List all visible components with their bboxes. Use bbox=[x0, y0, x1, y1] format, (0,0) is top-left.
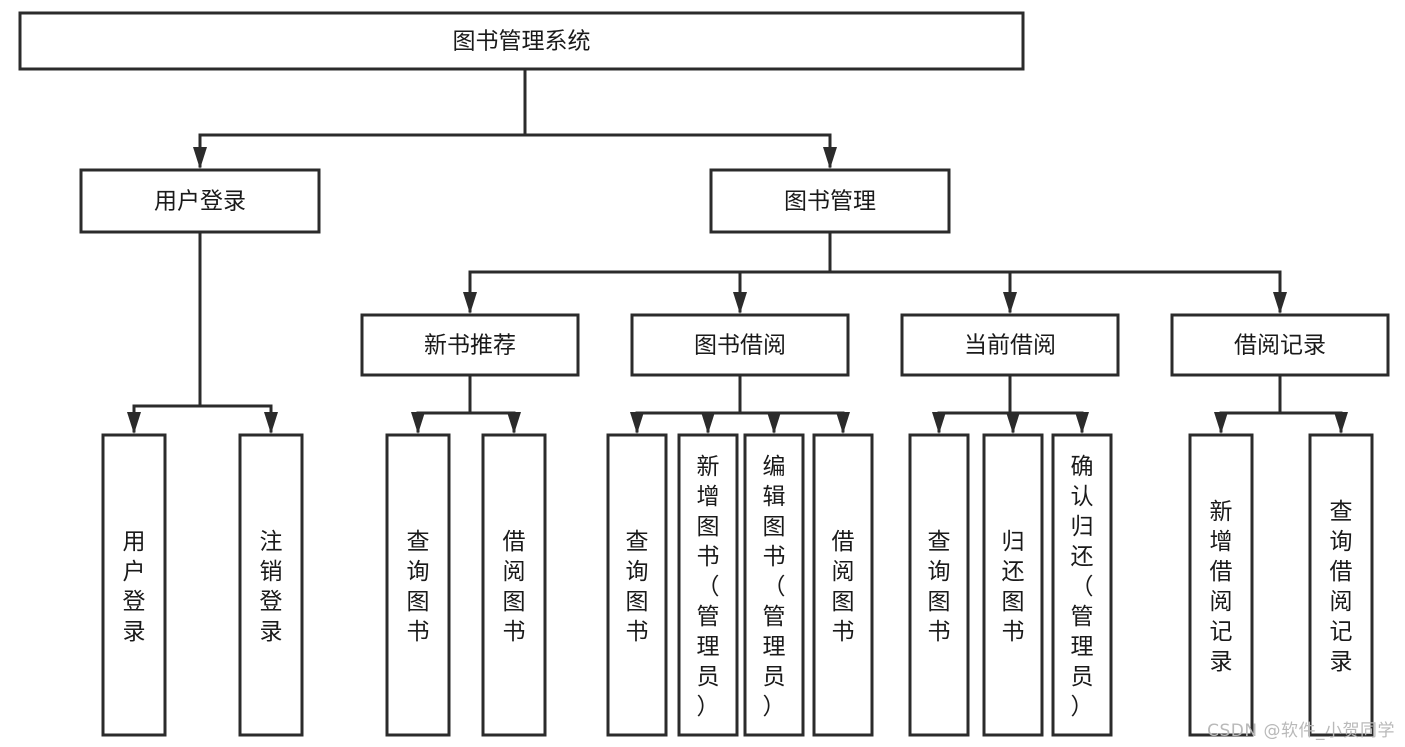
arrow-head-icon bbox=[701, 412, 715, 434]
node-box[interactable] bbox=[606, 433, 668, 737]
node-box[interactable] bbox=[1170, 313, 1390, 377]
node-box[interactable] bbox=[812, 433, 874, 737]
arrow-head-icon bbox=[836, 412, 850, 434]
node-leaf-borrow-book-rec[interactable]: 借阅图书 bbox=[481, 433, 547, 737]
node-box[interactable] bbox=[1188, 433, 1254, 737]
arrow-head-icon bbox=[411, 412, 425, 434]
arrow-head-icon bbox=[1006, 412, 1020, 434]
node-label: 新增图书（管理员） bbox=[697, 454, 720, 720]
node-box[interactable] bbox=[238, 433, 304, 737]
arrow-head-icon bbox=[733, 292, 747, 314]
node-label: 新增借阅记录 bbox=[1210, 499, 1233, 675]
node-leaf-query-borrow-record[interactable]: 查询借阅记录 bbox=[1308, 433, 1374, 737]
arrow-head-icon bbox=[1334, 412, 1348, 434]
node-box[interactable] bbox=[743, 433, 805, 737]
node-label: 借阅图书 bbox=[503, 529, 526, 645]
node-box[interactable] bbox=[908, 433, 970, 737]
node-box[interactable] bbox=[79, 168, 321, 234]
node-box[interactable] bbox=[1051, 433, 1113, 737]
node-box[interactable] bbox=[360, 313, 580, 377]
arrow-head-icon bbox=[507, 412, 521, 434]
node-label: 借阅图书 bbox=[832, 529, 855, 645]
node-box[interactable] bbox=[385, 433, 451, 737]
arrow-head-icon bbox=[264, 412, 278, 434]
node-label: 确认归还（管理员） bbox=[1071, 454, 1094, 720]
node-leaf-add-book[interactable]: 新增图书（管理员） bbox=[677, 433, 739, 737]
node-leaf-query-book-borrow[interactable]: 查询图书 bbox=[606, 433, 668, 737]
node-root[interactable]: 图书管理系统 bbox=[18, 11, 1025, 71]
node-label: 编辑图书（管理员） bbox=[763, 454, 786, 720]
node-leaf-add-borrow-record[interactable]: 新增借阅记录 bbox=[1188, 433, 1254, 737]
node-label: 用户登录 bbox=[123, 529, 146, 645]
node-label: 注销登录 bbox=[260, 529, 283, 645]
node-leaf-query-book-current[interactable]: 查询图书 bbox=[908, 433, 970, 737]
node-box[interactable] bbox=[18, 11, 1025, 71]
arrow-head-icon bbox=[1273, 292, 1287, 314]
arrow-head-icon bbox=[932, 412, 946, 434]
node-label: 归还图书 bbox=[1002, 529, 1025, 645]
node-box[interactable] bbox=[101, 433, 167, 737]
node-label: 查询借阅记录 bbox=[1330, 499, 1353, 675]
node-borrow-record[interactable]: 借阅记录 bbox=[1170, 313, 1390, 377]
arrow-head-icon bbox=[127, 412, 141, 434]
node-label: 图书管理 bbox=[784, 189, 876, 215]
node-new-book-rec[interactable]: 新书推荐 bbox=[360, 313, 580, 377]
connector-layer bbox=[127, 67, 1348, 434]
arrow-head-icon bbox=[193, 147, 207, 169]
node-label: 借阅记录 bbox=[1234, 333, 1326, 359]
node-label: 图书管理系统 bbox=[453, 29, 591, 55]
node-box[interactable] bbox=[630, 313, 850, 377]
node-leaf-user-logout[interactable]: 注销登录 bbox=[238, 433, 304, 737]
node-box[interactable] bbox=[481, 433, 547, 737]
arrow-head-icon bbox=[463, 292, 477, 314]
node-box[interactable] bbox=[677, 433, 739, 737]
csdn-watermark: CSDN @软件_小贺同学 bbox=[1207, 721, 1395, 741]
node-leaf-return-book[interactable]: 归还图书 bbox=[982, 433, 1044, 737]
node-label: 当前借阅 bbox=[964, 333, 1056, 359]
node-current-borrow[interactable]: 当前借阅 bbox=[900, 313, 1120, 377]
node-label: 查询图书 bbox=[626, 529, 649, 645]
arrow-head-icon bbox=[1003, 292, 1017, 314]
node-box[interactable] bbox=[709, 168, 951, 234]
node-layer: 图书管理系统用户登录图书管理新书推荐图书借阅当前借阅借阅记录用户登录注销登录查询… bbox=[18, 11, 1390, 737]
node-leaf-query-book-rec[interactable]: 查询图书 bbox=[385, 433, 451, 737]
arrow-head-icon bbox=[767, 412, 781, 434]
node-leaf-edit-book[interactable]: 编辑图书（管理员） bbox=[743, 433, 805, 737]
node-box[interactable] bbox=[982, 433, 1044, 737]
arrow-head-icon bbox=[1075, 412, 1089, 434]
node-user-login[interactable]: 用户登录 bbox=[79, 168, 321, 234]
node-book-borrow[interactable]: 图书借阅 bbox=[630, 313, 850, 377]
node-box[interactable] bbox=[900, 313, 1120, 377]
node-book-manage[interactable]: 图书管理 bbox=[709, 168, 951, 234]
node-label: 用户登录 bbox=[154, 189, 246, 215]
arrow-head-icon bbox=[630, 412, 644, 434]
node-leaf-user-login[interactable]: 用户登录 bbox=[101, 433, 167, 737]
node-label: 查询图书 bbox=[407, 529, 430, 645]
arrow-head-icon bbox=[1214, 412, 1228, 434]
node-label: 查询图书 bbox=[928, 529, 951, 645]
node-label: 图书借阅 bbox=[694, 333, 786, 359]
node-label: 新书推荐 bbox=[424, 333, 516, 359]
node-leaf-borrow-book[interactable]: 借阅图书 bbox=[812, 433, 874, 737]
arrow-head-icon bbox=[823, 147, 837, 169]
node-box[interactable] bbox=[1308, 433, 1374, 737]
node-leaf-confirm-return[interactable]: 确认归还（管理员） bbox=[1051, 433, 1113, 737]
